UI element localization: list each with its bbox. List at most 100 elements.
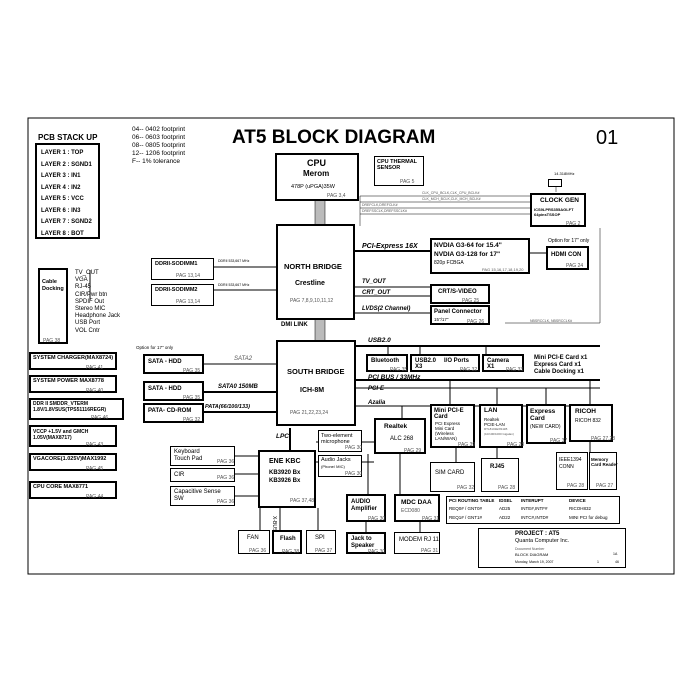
dock-port: Stereo MIC [75,306,106,313]
minipcie-line: (Wireless [435,431,454,436]
routing-cell: REQ1# / GNT1# [449,515,483,520]
pcb-layer: LAYER 2 : SGND1 [41,161,92,168]
modem-rj11-block: MODEM RJ 11 PAG 31 [394,532,440,554]
panel-connector-block: Panel Connector 15"/17" PAG 26 [430,305,490,325]
sodimm2-label: DDRII-SODIMM2 [155,287,198,293]
sata-label: SATA - HDD [148,386,182,392]
usb-dev-pag: PAG 33 [506,367,524,373]
pcb-layer: LAYER 7 : SGND2 [41,219,92,225]
pcb-layer: LAYER 8 : BOT [41,230,84,237]
project-label: PROJECT : AT5 [515,531,560,537]
sata2-label: SATA2 [234,356,253,362]
cpu-pag: PAG 3,4 [327,193,346,199]
rj45-block: RJ45 PAG 28 [481,458,519,492]
power-pag: PAG 41 [86,365,104,371]
crystal [548,179,562,187]
usb-io-block: USB2.0 X3 I/O Ports PAG 32 [410,354,480,373]
mdc-pag: PAG 31 [422,516,440,522]
sata-label: SATA - HDD [148,359,182,365]
jack-to-speaker-block: Jack to Speaker PAG 30 [346,532,386,555]
routing-cell: REQ0# / GNT0# [449,506,483,511]
power-block-system: SYSTEM POWER MAX8778 PAG 40 [29,375,117,394]
expcard-title: Express Card [530,408,556,422]
footprint-line: 08-- 0805 footprint [132,142,186,149]
simcard-label: SIM CARD [435,470,465,476]
realtek-pag: PAG 29 [404,448,422,454]
spi-label: SPI [315,535,325,541]
nb-title: NORTH BRIDGE [284,262,342,271]
dock-port: CIR/Pwr btn [75,291,108,298]
nb-buses [89,250,546,314]
mic-label: Two-element microphone [321,433,353,445]
hdmi-pag: PAG 24 [566,263,584,269]
minipcie-title: Mini PCI-E Card [434,408,464,420]
pcie16-label: PCI-Express 16X [362,243,418,250]
power-pag: PAG 45 [86,466,104,472]
kbc-pag: PAG 37,48 [290,498,315,504]
thermal-label: CPU THERMAL SENSOR [377,159,417,171]
routing-cell: RICOH832 [569,506,592,511]
routing-header: PCI ROUTING TABLE [449,498,495,503]
audio-jacks-block: Audio Jacks (Phone/ MIC) PAG 30 [318,455,362,477]
fan-label: FAN [247,535,259,541]
simcard-pag: PAG 32 [457,485,475,491]
sb-pag: PAG 21,22,23,24 [290,410,328,416]
pata-bus-label: PATA(66/100/133) [205,404,250,410]
hdmi-label: HDMI CON [551,252,582,258]
mdc-daa-block: MDC DAA ECD080 PAG 31 [394,494,440,522]
gpu-line1: NVDIA G3-64 for 15.4" [434,242,502,249]
clock-signal: DREFCLK,DREFCLK# [362,203,398,207]
capsense-label: Capacitive Sense SW [174,489,221,502]
lvds-label: LVDS(2 Channel) [362,306,411,312]
capacitive-sense-block: Capacitive Sense SW PAG 36 [170,486,235,506]
power-label: DDR II SMDDR_VTERM 1.8V/1.8VSUS(TPS51116… [33,401,107,413]
usb-minipci-item: Cable Docking x1 [534,369,585,375]
sata-pag: PAG 35 [183,395,201,401]
kbc-title: ENE KBC [269,458,301,465]
crt-label: CRT/S-VIDEO [438,289,477,295]
clock-part: ICS9LPRS355AGLFT 64pinsTSSOP [534,207,574,217]
power-pag: PAG 44 [86,494,104,500]
dmi-bus [314,317,326,343]
cpu-thermal-sensor: CPU THERMAL SENSOR PAG 5 [374,156,424,186]
clock-signal: DREFSSCLK,DREFSSCLK# [362,209,407,213]
kbd-pag: PAG 36 [217,459,235,465]
sodimm2-pag: PAG 13,14 [176,299,201,305]
power-block-cpucore: CPU CORE MAX8771 PAG 44 [29,481,117,500]
minipcie-line: Mini Card [435,426,455,431]
sb-name: ICH-8M [300,387,325,394]
dock-port: RJ-45 [75,284,92,291]
jacks-pag: PAG 30 [345,471,363,477]
gpu-line2: NVDIA G3-128 for 17" [434,251,501,258]
cable-docking-block: Cable Docking PAG 38 [38,268,68,344]
power-block-vgacore: VGACORE(1.025V)MAX1992 PAG 45 [29,453,117,472]
panel-pag: PAG 26 [467,319,485,325]
lan-line: RTL8101E/8111B [484,427,508,431]
lan-pag: PAG 28 [507,442,525,448]
clock-signal: CLK_CPU_BCLK,CLK_CPU_BCLK# [422,191,480,195]
kbc-part: KB3920 Bx [269,470,301,476]
clock-pag: PAG 2 [566,221,581,227]
dock-port: TV_OUT [75,270,99,276]
speaker-label: Jack to Speaker [351,536,375,549]
title-block: PROJECT : AT5 Quanta Computer Inc. Docum… [478,528,626,568]
sodimm2-block: DDRII-SODIMM2 PAG 13,14 [151,284,214,306]
fan-pag: PAG 36 [249,548,267,554]
gpu-package: 820p FCBGA [434,260,464,266]
power-pag: PAG 40 [86,388,104,394]
routing-cell: AD25 [499,506,511,511]
nb-pag: PAG 7,8,9,10,11,12 [290,298,334,304]
clock-title: CLOCK GEN [540,197,579,204]
pata-cdrom-block: PATA- CD-ROM PAG 32 [143,403,204,423]
capsense-pag: PAG 36 [217,499,235,505]
routing-cell: MINI PCI for debug [569,515,608,520]
lan-block: LAN Realtek PCIE-LAN RTL8101E/8111B (10/… [479,404,525,448]
lan-lines: Realtek PCIE-LAN RTL8101E/8111B (10/100/… [484,417,514,437]
memcard-pag: PAG 27 [596,483,614,489]
usb-dev-pag: PAG 32 [460,367,478,373]
gpu-pag: PAG 15,16,17,18,19,20 [482,267,524,272]
fan-block: FAN PAG 36 [238,530,270,554]
cir-label: CIR [174,472,185,478]
amp-label: AUDIO Amplifier [351,499,378,512]
